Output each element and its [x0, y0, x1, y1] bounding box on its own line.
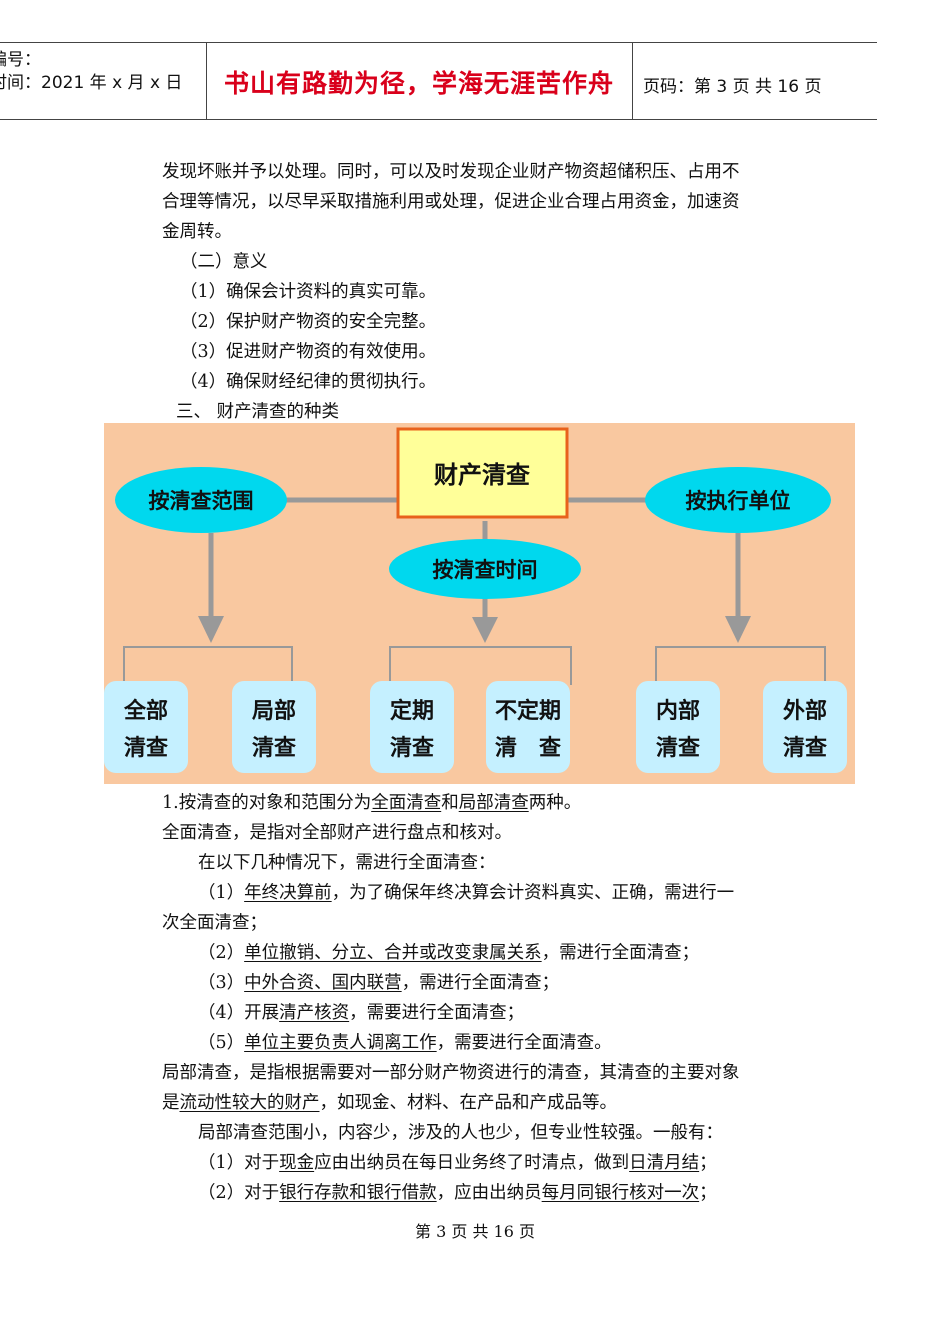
text-run: ，需进行全面清查；: [401, 973, 560, 993]
leaf-node-label: 局部: [252, 698, 296, 724]
text-run: ；: [699, 1153, 717, 1173]
underlined-term: 中外合资、国内联营: [244, 973, 402, 993]
header-motto: 书山有路勤为径，学海无涯苦作舟: [223, 69, 614, 98]
leaf-node-label: 清查: [124, 735, 168, 761]
text-run: 应由出纳员在每日业务终了时清点，做到: [314, 1153, 630, 1173]
paragraph-line: 局部清查，是指根据需要对一部分财产物资进行的清查，其清查的主要对象: [162, 1063, 740, 1083]
classification-diagram: 财产清查 按清查范围 按清查时间 按执行单位 全部清查 局部清查 定期清查 不定期清 …: [104, 423, 855, 784]
paragraph-line: 合理等情况，以尽早采取措施利用或处理，促进企业合理占用资金，加速资: [162, 192, 740, 212]
text-run: ，需进行全面清查；: [541, 943, 700, 963]
leaf-node: [763, 681, 847, 773]
meaning-item: （1）确保会计资料的真实可靠。: [180, 282, 437, 302]
paragraph-line: 发现坏账并予以处理。同时，可以及时发现企业财产物资超储积压、占用不: [162, 162, 740, 182]
meaning-item: （2）保护财产物资的安全完整。: [180, 312, 437, 332]
branch-scope: [115, 467, 287, 533]
text-run: 1.按清查的对象和范围分为: [162, 793, 372, 813]
leaf-node-label: 清 查: [495, 735, 561, 761]
text-run: （1）: [198, 883, 245, 903]
paragraph-line: （1）对于现金应由出纳员在每日业务终了时清点，做到日清月结；: [198, 1152, 717, 1174]
text-run: ，如现金、材料、在产品和产成品等。: [319, 1093, 618, 1113]
text-run: （2）: [198, 943, 245, 963]
underlined-term: 单位主要负责人调离工作: [244, 1033, 437, 1053]
underlined-term: 日清月结: [629, 1153, 700, 1173]
root-node-label: 财产清查: [434, 461, 530, 489]
arrow-head: [472, 617, 498, 643]
underlined-term: 清产核资: [279, 1003, 350, 1023]
paragraph-line: 金周转。: [162, 222, 232, 242]
leaf-node-label: 内部: [656, 698, 700, 724]
bracket: [389, 646, 572, 685]
leaf-node: [636, 681, 720, 773]
text-run: ，应由出纳员: [436, 1183, 542, 1203]
branch-time-label: 按清查时间: [433, 558, 538, 582]
text-run: （1）对于: [198, 1153, 280, 1173]
underlined-term: 银行存款和银行借款: [279, 1183, 437, 1203]
text-run: （3）: [198, 973, 245, 993]
bracket: [655, 646, 826, 685]
paragraph-line: （5）单位主要负责人调离工作，需要进行全面清查。: [198, 1032, 612, 1054]
text-run: （4）开展: [198, 1003, 280, 1023]
arrow-head: [725, 616, 751, 643]
paragraph-line: 1.按清查的对象和范围分为全面清查和局部清查两种。: [162, 792, 581, 814]
paragraph-line: 是流动性较大的财产，如现金、材料、在产品和产成品等。: [162, 1092, 617, 1114]
arrow-head: [198, 616, 224, 643]
header-divider-right: [632, 42, 633, 120]
meaning-item: （3）促进财产物资的有效使用。: [180, 342, 437, 362]
text-run: 和: [441, 793, 459, 813]
paragraph-line: 全面清查，是指对全部财产进行盘点和核对。: [162, 823, 512, 843]
header-bottom-rule: [0, 119, 877, 120]
underlined-term: 每月同银行核对一次: [541, 1183, 700, 1203]
text-run: ，需要进行全面清查。: [436, 1033, 612, 1053]
leaf-node-label: 定期: [390, 698, 434, 724]
leaf-node-label: 清查: [783, 735, 827, 761]
underlined-term: 年终决算前: [244, 883, 332, 903]
text-run: ；: [699, 1183, 717, 1203]
underlined-term: 现金: [279, 1153, 315, 1173]
leaf-node: [104, 681, 188, 773]
paragraph-line: （2）单位撤销、分立、合并或改变隶属关系，需进行全面清查；: [198, 942, 699, 964]
leaf-node-label: 外部: [783, 698, 827, 724]
paragraph-line: 局部清查范围小，内容少，涉及的人也少，但专业性较强。一般有：: [198, 1123, 723, 1143]
bracket: [123, 646, 293, 685]
text-run: ，为了确保年终决算会计资料真实、正确，需进行一: [331, 883, 735, 903]
page-footer: 第 3 页 共 16 页: [415, 1222, 535, 1241]
paragraph-line: （4）开展清产核资，需要进行全面清查；: [198, 1002, 524, 1024]
leaf-node: [486, 681, 570, 773]
underlined-term: 局部清查: [458, 793, 529, 813]
doc-number-label: 编号：: [0, 50, 41, 70]
meaning-item: （4）确保财经纪律的贯彻执行。: [180, 372, 437, 392]
paragraph-line: （1）年终决算前，为了确保年终决算会计资料真实、正确，需进行一: [198, 882, 734, 904]
branch-scope-label: 按清查范围: [149, 489, 254, 513]
leaf-node-label: 清查: [390, 735, 434, 761]
header-divider-left: [206, 42, 207, 120]
leaf-node-label: 全部: [123, 698, 168, 724]
text-run: 两种。: [528, 793, 582, 813]
leaf-node-label: 清查: [656, 735, 700, 761]
underlined-term: 流动性较大的财产: [179, 1093, 320, 1113]
text-run: ，需要进行全面清查；: [349, 1003, 525, 1023]
underlined-term: 全面清查: [371, 793, 442, 813]
text-run: （2）对于: [198, 1183, 280, 1203]
underlined-term: 单位撤销、分立、合并或改变隶属关系: [244, 943, 542, 963]
branch-executor-label: 按执行单位: [686, 489, 791, 513]
meaning-heading: （二）意义: [180, 252, 268, 272]
paragraph-line: 次全面清查；: [162, 913, 267, 933]
leaf-node-label: 清查: [252, 735, 296, 761]
doc-date-label: 时间：2021 年 x 月 x 日: [0, 73, 183, 93]
root-node: [396, 427, 569, 519]
leaf-node-label: 不定期: [495, 698, 561, 724]
branch-executor: [645, 467, 831, 533]
section-heading: 三、 财产清查的种类: [176, 402, 340, 422]
page-counter: 页码：第 3 页 共 16 页: [643, 77, 822, 97]
paragraph-line: 在以下几种情况下，需进行全面清查：: [198, 853, 496, 873]
text-run: 是: [162, 1093, 180, 1113]
branch-time: [389, 539, 581, 599]
paragraph-line: （3）中外合资、国内联营，需进行全面清查；: [198, 972, 559, 994]
header-top-rule: [0, 42, 877, 43]
paragraph-line: （2）对于银行存款和银行借款，应由出纳员每月同银行核对一次；: [198, 1182, 717, 1204]
leaf-node: [232, 681, 316, 773]
leaf-node: [370, 681, 454, 773]
text-run: （5）: [198, 1033, 245, 1053]
